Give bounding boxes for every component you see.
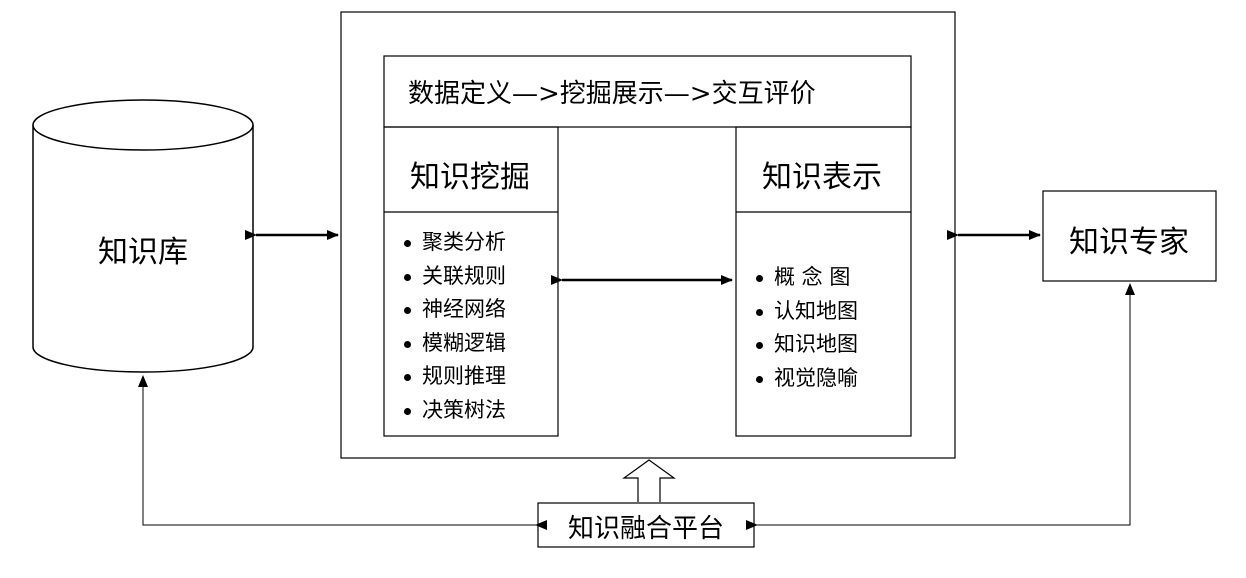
knowledge-base-cylinder (32, 99, 254, 373)
representation-item: 知识地图 (754, 328, 858, 362)
mining-item: 决策树法 (402, 394, 506, 428)
mining-item: 关联规则 (402, 260, 506, 294)
process-title-box (383, 55, 912, 128)
mining-title: 知识挖掘 (410, 160, 530, 195)
process-title: 数据定义—>挖掘展示—>交互评价 (408, 79, 816, 109)
mining-item: 神经网络 (402, 293, 506, 327)
mining-item: 规则推理 (402, 360, 506, 394)
mining-item: 聚类分析 (402, 226, 506, 260)
expert-box (1042, 190, 1217, 282)
expert-label: 知识专家 (1069, 225, 1189, 260)
fusion-platform-hollow-arrow (622, 459, 676, 502)
mining-item: 模糊逻辑 (402, 327, 506, 361)
fusion-label: 知识融合平台 (568, 514, 725, 544)
mining-list: 聚类分析 关联规则 神经网络 模糊逻辑 规则推理 决策树法 (402, 226, 506, 427)
representation-title: 知识表示 (762, 160, 882, 195)
knowledge-base-label: 知识库 (98, 235, 188, 270)
representation-item: 认知地图 (754, 295, 858, 329)
fusion-expert-connector (746, 283, 1135, 530)
fusion-kb-connector (138, 375, 547, 530)
representation-item: 概 念 图 (754, 261, 858, 295)
representation-item: 视觉隐喻 (754, 362, 858, 396)
representation-list: 概 念 图 认知地图 知识地图 视觉隐喻 (754, 261, 858, 395)
